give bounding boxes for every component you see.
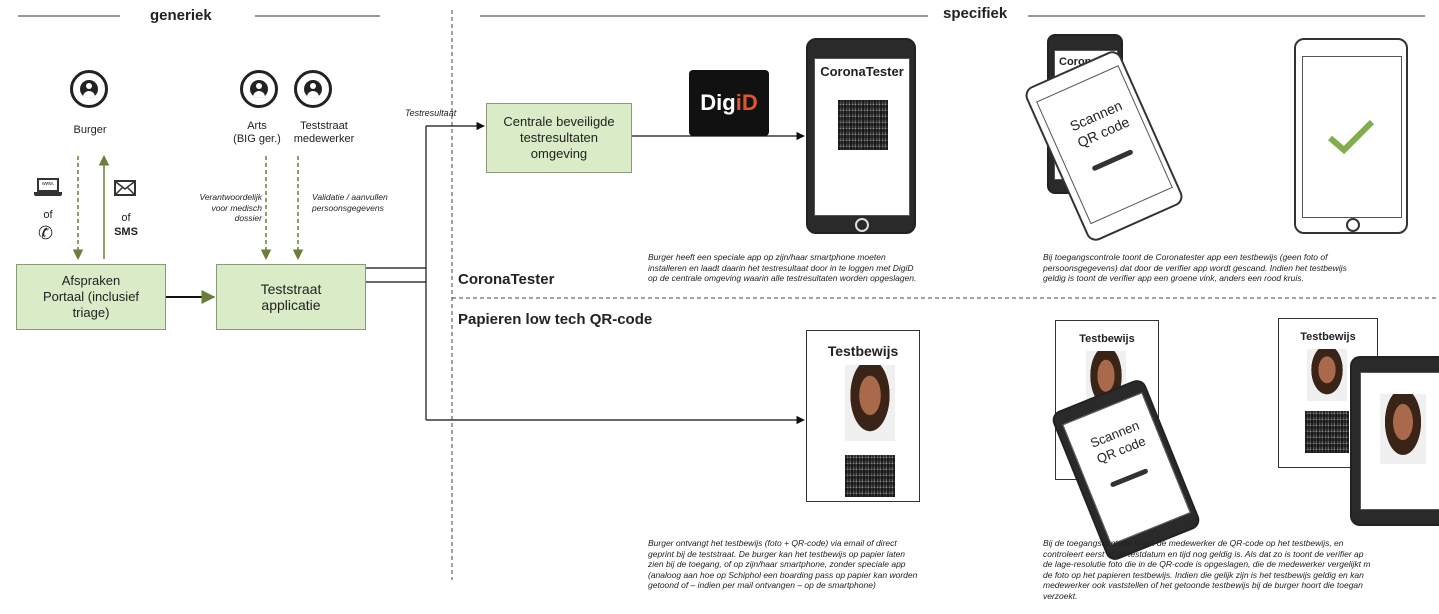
arts-label-line1: Arts (247, 120, 267, 132)
small-portrait-2 (1307, 349, 1347, 401)
note-verantwoordelijk-3: dossier (234, 213, 262, 223)
small-qr-code (1305, 411, 1349, 453)
ct-desc1-line1: Burger heeft een speciale app op zijn/ha… (648, 252, 886, 262)
note-validatie-1: Validatie / aanvullen (312, 192, 388, 202)
lane-label-paper: Papieren low tech QR-code (458, 311, 653, 328)
box-centrale-line3: omgeving (530, 146, 588, 161)
box-teststraat-line1: Teststraat (260, 281, 322, 297)
ct-desc2-line1: Bij toegangscontrole toont de Coronatest… (1043, 252, 1328, 262)
sms-label: SMS (114, 226, 138, 238)
burger-label: Burger (73, 124, 107, 136)
note-verantwoordelijk-2: voor medisch (211, 202, 262, 213)
lane-label-coronatester: CoronaTester (458, 271, 555, 288)
box-afspraken-line3: triage) (72, 305, 110, 320)
verifier-phone-photo (1350, 356, 1439, 526)
qr-code (838, 100, 888, 150)
note-testresultaat: Testresultaat (405, 108, 457, 118)
coronatester-desc-1: Burger heeft een speciale app op zijn/ha… (648, 252, 1008, 284)
laptop-icon: www. (34, 178, 62, 198)
box-teststraat-applicatie: Teststraat applicatie (216, 264, 366, 330)
arts-avatar-icon (240, 70, 278, 108)
paper-desc2-line6: verzoekt. (1043, 590, 1078, 601)
paper-desc-2: Bij de toegangscontrole scant de medewer… (1043, 538, 1439, 601)
laptop-screen: www. (37, 178, 59, 192)
coronatester-phone: CoronaTester (806, 38, 916, 234)
arts-label-line2: (BIG ger.) (233, 133, 281, 145)
paper-desc2-line4: de foto op het papieren testbewijs. Indi… (1043, 569, 1364, 580)
note-verantwoordelijk: Verantwoordelijk voor medisch dossier (176, 192, 262, 224)
paper-desc2-line1: Bij de toegangscontrole scant de medewer… (1043, 538, 1344, 548)
ct-desc1-line2: installeren en laadt daarin het testresu… (648, 262, 914, 273)
box-afspraken-line2: Portaal (inclusief (42, 289, 140, 304)
paper-testbewijs: Testbewijs (806, 330, 920, 502)
ct-desc1-line3: op de centrale omgeving waarin alle test… (648, 273, 917, 283)
envelope-icon (114, 180, 136, 196)
paper-desc1-line3: zien bij de toegang, of op zijn/haar sma… (648, 559, 906, 569)
verifier-portrait (1380, 394, 1426, 464)
paper-desc2-line3: de lage-resolutie foto die in de QR-code… (1043, 559, 1371, 569)
arts-label: Arts (BIG ger.) (222, 120, 292, 146)
box-afspraken-portaal: Afspraken Portaal (inclusief triage) (16, 264, 166, 330)
paper-testbewijs-title: Testbewijs (827, 343, 899, 359)
paper-desc1-line1: Burger ontvangt het testbewijs (foto + Q… (648, 538, 897, 548)
note-verantwoordelijk-1: Verantwoordelijk (199, 192, 262, 202)
coronatester-desc-2: Bij toegangscontrole toont de Coronatest… (1043, 252, 1433, 284)
paper-desc1-line2: geprint bij de teststraat. De burger kan… (648, 548, 906, 559)
paper-desc2-line5: medewerker ook vaststellen of het getoon… (1043, 580, 1363, 590)
paper-desc-1: Burger ontvangt het testbewijs (foto + Q… (648, 538, 1008, 591)
ct-desc2-line2: persoonsgegevens) dat door de verifier a… (1043, 262, 1347, 273)
teststraat-label-line1: Teststraat (300, 120, 348, 132)
portrait-photo (845, 365, 895, 441)
header-specific: specifiek (943, 5, 1008, 22)
paper-card-small-1-title: Testbewijs (1079, 333, 1135, 345)
teststraat-label: Teststraat medewerker (284, 120, 364, 146)
box-teststraat-line2: applicatie (261, 297, 321, 313)
paper-card-small-2-title: Testbewijs (1300, 331, 1356, 343)
digid-logo-part2: iD (735, 90, 758, 115)
ct-desc2-line3: geldig is toont de verifier app een groe… (1043, 273, 1304, 283)
checkmark-icon (1328, 119, 1375, 155)
box-afspraken-line1: Afspraken (61, 273, 121, 288)
digid-logo-part1: Dig (700, 90, 736, 115)
of-left: of (43, 209, 53, 221)
paper-desc1-line5: getoond of – indien per mail ontvangen –… (648, 580, 876, 590)
box-centrale-line1: Centrale beveiligde (503, 114, 615, 129)
note-validatie: Validatie / aanvullen persoonsgegevens (312, 192, 422, 213)
paper-qr-code (845, 455, 895, 497)
paper-desc1-line4: (analoog aan hoe op Schiphol een boardin… (648, 569, 918, 580)
box-centrale-line2: testresultaten (519, 130, 599, 145)
verifier-phone (1294, 38, 1408, 234)
box-centrale-omgeving: Centrale beveiligde testresultaten omgev… (486, 103, 632, 173)
phone-call-icon: ✆ (38, 223, 54, 243)
coronatester-app-title: CoronaTester (820, 64, 904, 79)
teststraat-label-line2: medewerker (293, 133, 355, 145)
header-generic: generiek (150, 7, 212, 24)
burger-avatar-icon (70, 70, 108, 108)
note-validatie-2: persoonsgegevens (312, 202, 384, 213)
teststraat-avatar-icon (294, 70, 332, 108)
paper-desc2-line2: controleert eerst of de testdatum en tij… (1043, 548, 1364, 559)
of-right: of (121, 212, 131, 224)
